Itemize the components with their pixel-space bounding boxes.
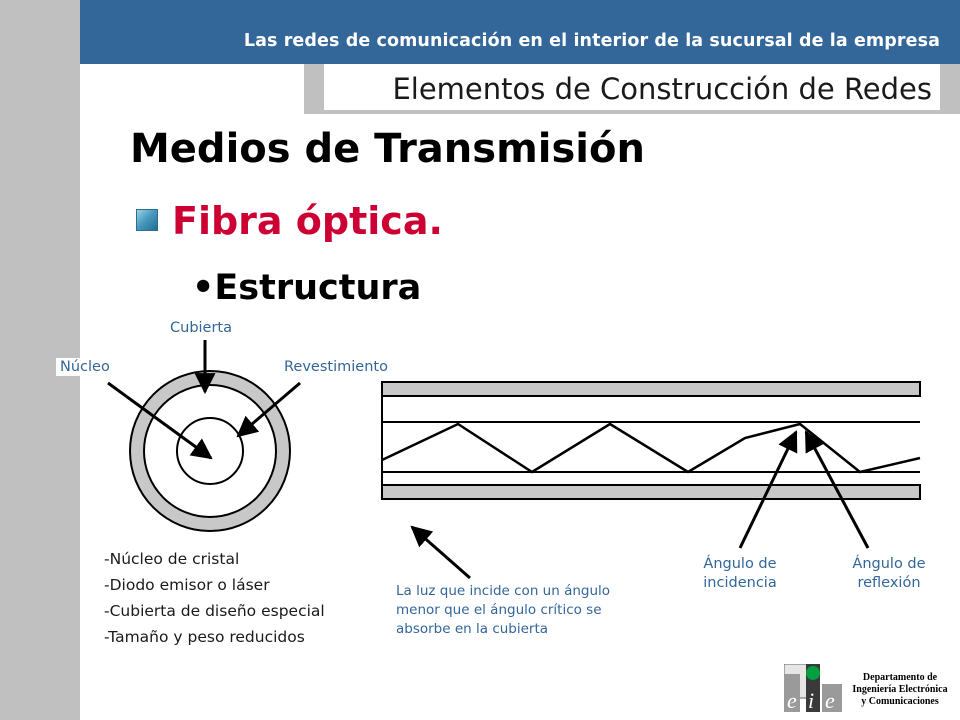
bullet-square-icon: [136, 209, 158, 231]
department-logo-icon: e i e: [784, 664, 842, 712]
nucleo-arrow: [107, 381, 213, 460]
subtopic-heading: •Estructura: [192, 268, 422, 308]
slide-title: Medios de Transmisión: [130, 126, 645, 172]
list-item: -Tamaño y peso reducidos: [104, 628, 305, 646]
reflection-arrow: [804, 430, 870, 549]
subtitle-frame: Elementos de Construcción de Redes: [304, 64, 960, 114]
revestimiento-arrow: [236, 381, 301, 438]
label-angulo-reflexion-line1: Ángulo de: [852, 556, 926, 572]
header-title: Las redes de comunicación en el interior…: [243, 31, 940, 51]
logo-letter-e2: e: [825, 688, 835, 712]
label-angulo-reflexion: Ángulo de reflexión: [836, 555, 942, 593]
fiber-cross-section: [129, 370, 291, 532]
label-angulo-incidencia-line2: incidencia: [703, 575, 777, 591]
features-list: -Núcleo de cristal -Diodo emisor o láser…: [104, 546, 325, 650]
logo-letter-e1: e: [787, 688, 797, 712]
list-item: -Diodo emisor o láser: [104, 576, 270, 594]
department-line1: Departamento de: [862, 672, 938, 683]
light-ray-path: [381, 422, 921, 474]
label-angulo-incidencia-line1: Ángulo de: [703, 556, 777, 572]
topic-heading: Fibra óptica.: [172, 199, 443, 243]
subtitle-panel: Elementos de Construcción de Redes: [324, 64, 940, 110]
department-line2: Ingeniería Electrónica: [852, 684, 948, 695]
fiber-longitudinal: [381, 381, 921, 500]
label-nucleo: Núcleo: [56, 358, 114, 376]
top-coating: [381, 381, 921, 397]
department-line3: y Comunicaciones: [861, 696, 939, 707]
header-band: Las redes de comunicación en el interior…: [80, 0, 960, 64]
list-item: -Núcleo de cristal: [104, 550, 240, 568]
incidence-arrow: [738, 430, 798, 549]
absorption-caption: La luz que incide con un ángulo menor qu…: [396, 583, 611, 637]
list-item: -Cubierta de diseño especial: [104, 602, 325, 620]
department-name: Departamento de Ingeniería Electrónica y…: [840, 672, 960, 708]
label-angulo-reflexion-line2: reflexión: [857, 575, 921, 591]
label-cubierta: Cubierta: [170, 320, 233, 336]
logo-letter-i: i: [808, 688, 814, 712]
label-revestimiento: Revestimiento: [278, 358, 442, 376]
label-angulo-incidencia: Ángulo de incidencia: [690, 555, 790, 593]
absorption-arrow: [410, 525, 471, 580]
core-circle: [176, 417, 244, 485]
section-subtitle: Elementos de Construcción de Redes: [392, 72, 932, 106]
